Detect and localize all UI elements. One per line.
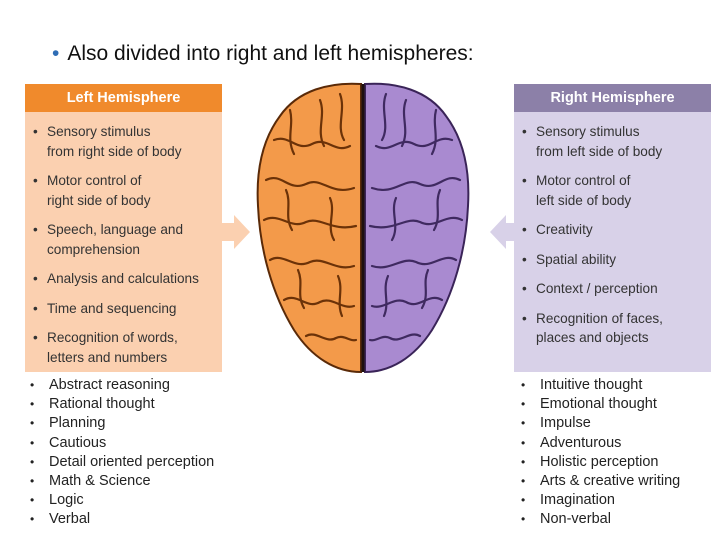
left-panel-item: Time and sequencing xyxy=(33,299,216,319)
right-panel-item: Sensory stimulus from left side of body xyxy=(522,122,705,161)
left-trait-item: Abstract reasoning xyxy=(30,376,214,395)
left-traits-list: Abstract reasoning Rational thought Plan… xyxy=(30,376,214,530)
right-trait-item: Intuitive thought xyxy=(521,376,680,395)
right-trait-item: Non-verbal xyxy=(521,510,680,529)
right-trait-item: Emotional thought xyxy=(521,395,680,414)
left-trait-item: Detail oriented perception xyxy=(30,453,214,472)
right-panel-item: Recognition of faces, places and objects xyxy=(522,309,705,348)
left-trait-item: Rational thought xyxy=(30,395,214,414)
right-hemisphere-panel: Right Hemisphere Sensory stimulus from l… xyxy=(514,84,711,372)
right-panel-item: Creativity xyxy=(522,220,705,240)
left-panel-item: Recognition of words, letters and number… xyxy=(33,328,216,367)
heading-text: Also divided into right and left hemisph… xyxy=(67,42,474,65)
left-trait-item: Logic xyxy=(30,491,214,510)
slide-heading: • Also divided into right and left hemisp… xyxy=(52,42,474,66)
left-panel-item: Motor control of right side of body xyxy=(33,171,216,210)
left-panel-item: Speech, language and comprehension xyxy=(33,220,216,259)
right-panel-item: Context / perception xyxy=(522,279,705,299)
right-traits-list: Intuitive thought Emotional thought Impu… xyxy=(521,376,680,530)
right-panel-list: Sensory stimulus from left side of body … xyxy=(514,112,711,348)
right-trait-item: Imagination xyxy=(521,491,680,510)
right-panel-item: Motor control of left side of body xyxy=(522,171,705,210)
right-hemisphere-shape xyxy=(364,82,470,374)
left-panel-title: Left Hemisphere xyxy=(25,84,222,112)
left-arrow-icon xyxy=(222,215,250,249)
bullet-icon: • xyxy=(52,42,60,65)
right-trait-item: Adventurous xyxy=(521,434,680,453)
brain-illustration xyxy=(256,82,470,374)
left-trait-item: Verbal xyxy=(30,510,214,529)
left-trait-item: Cautious xyxy=(30,434,214,453)
right-trait-item: Impulse xyxy=(521,414,680,433)
left-trait-item: Math & Science xyxy=(30,472,214,491)
left-panel-item: Analysis and calculations xyxy=(33,269,216,289)
left-panel-item: Sensory stimulus from right side of body xyxy=(33,122,216,161)
left-hemisphere-panel: Left Hemisphere Sensory stimulus from ri… xyxy=(25,84,222,372)
right-panel-item: Spatial ability xyxy=(522,250,705,270)
left-hemisphere-shape xyxy=(256,82,362,374)
right-trait-item: Arts & creative writing xyxy=(521,472,680,491)
left-trait-item: Planning xyxy=(30,414,214,433)
right-trait-item: Holistic perception xyxy=(521,453,680,472)
right-panel-title: Right Hemisphere xyxy=(514,84,711,112)
left-panel-list: Sensory stimulus from right side of body… xyxy=(25,112,222,367)
right-arrow-icon xyxy=(490,215,518,249)
